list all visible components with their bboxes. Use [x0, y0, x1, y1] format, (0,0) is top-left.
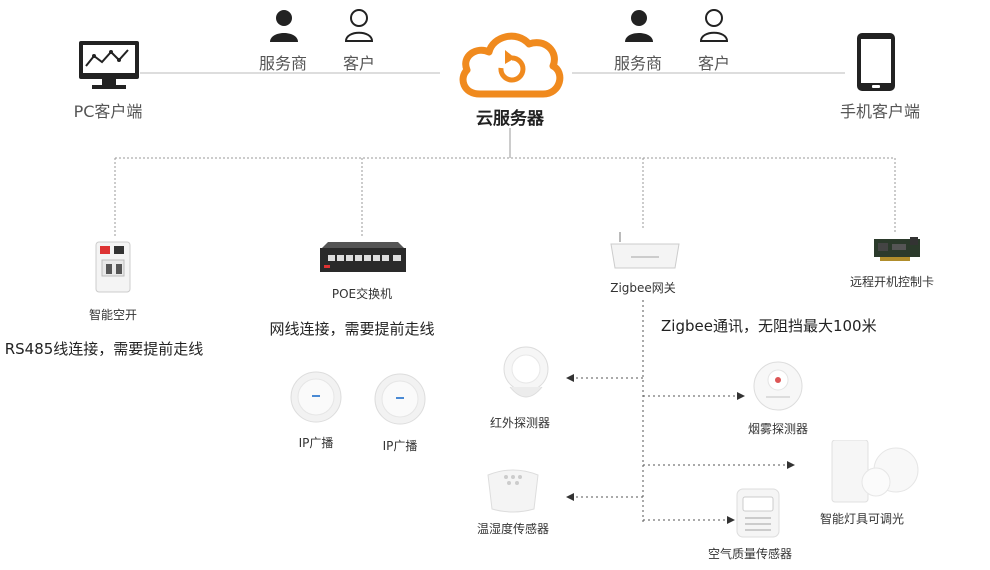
breaker-note: RS485线连接，需要提前走线	[4, 340, 204, 358]
left-provider-label: 服务商	[258, 54, 308, 73]
cloud-server-icon	[455, 28, 565, 104]
smart-light-image	[830, 439, 920, 508]
temp-humidity-sensor-image	[484, 465, 542, 519]
remote-power-card-image	[872, 235, 922, 267]
ip-broadcast-label-2: IP广播	[382, 439, 418, 453]
left-customer-label: 客户	[342, 54, 376, 73]
smoke-detector-image	[752, 360, 804, 416]
provider-person-icon	[268, 8, 300, 46]
zigbee-gateway-image	[609, 232, 681, 276]
poe-switch-image	[318, 242, 408, 280]
mobile-client-label: 手机客户端	[839, 102, 921, 121]
customer-person-icon	[343, 8, 375, 46]
poe-switch-label: POE交换机	[331, 287, 393, 301]
infrared-detector-label: 红外探测器	[489, 416, 551, 430]
right-provider-label: 服务商	[613, 54, 663, 73]
pc-client-label: PC客户端	[73, 102, 143, 121]
customer-person-icon-right	[698, 8, 730, 46]
temp-humidity-label: 温湿度传感器	[476, 522, 550, 536]
mobile-phone-icon	[856, 32, 896, 96]
zigbee-gateway-label: Zigbee网关	[610, 281, 676, 295]
cloud-server-label: 云服务器	[476, 109, 544, 129]
smart-breaker-image	[92, 240, 134, 298]
ip-broadcast-speaker-1	[290, 371, 342, 427]
air-quality-sensor-image	[733, 485, 783, 545]
provider-person-icon-right	[623, 8, 655, 46]
smart-light-label: 智能灯具可调光	[819, 512, 905, 526]
pc-monitor-icon	[78, 40, 140, 94]
ip-broadcast-label-1: IP广播	[298, 436, 334, 450]
right-customer-label: 客户	[697, 54, 731, 73]
poe-note: 网线连接，需要提前走线	[269, 320, 435, 338]
remote-power-card-label: 远程开机控制卡	[849, 275, 935, 289]
smart-breaker-label: 智能空开	[88, 308, 138, 322]
ip-broadcast-speaker-2	[374, 373, 426, 429]
zigbee-note: Zigbee通讯，无阻挡最大100米	[661, 317, 877, 335]
air-quality-label: 空气质量传感器	[707, 547, 793, 561]
infrared-detector-image	[500, 345, 552, 409]
smoke-detector-label: 烟雾探测器	[747, 422, 809, 436]
